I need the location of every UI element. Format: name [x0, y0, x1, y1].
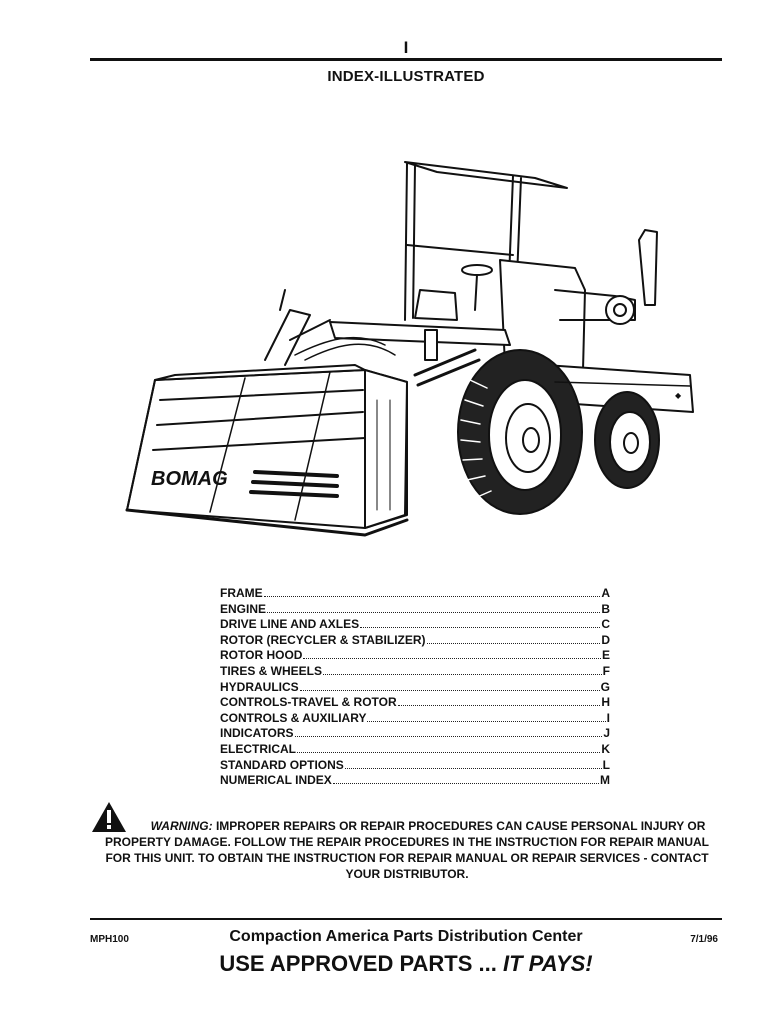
toc-label: HYDRAULICS: [220, 679, 299, 694]
toc-leader-dots: [303, 648, 601, 660]
svg-text:◆: ◆: [675, 391, 682, 400]
section-letter: I: [403, 38, 409, 57]
toc-label: DRIVE LINE AND AXLES: [220, 617, 360, 632]
toc-row: STANDARD OPTIONS L: [220, 758, 610, 774]
toc-label: ELECTRICAL: [220, 741, 296, 756]
toc-section-letter: H: [601, 695, 610, 710]
toc-label: INDICATORS: [220, 726, 294, 741]
toc-label: ROTOR HOOD: [220, 648, 303, 663]
document-date: 7/1/96: [690, 934, 718, 945]
toc-section-letter: E: [601, 648, 610, 663]
toc-label: NUMERICAL INDEX: [220, 773, 332, 788]
toc-row: DRIVE LINE AND AXLES C: [220, 617, 610, 633]
toc-row: INDICATORS J: [220, 726, 610, 742]
toc-label: TIRES & WHEELS: [220, 663, 323, 678]
toc-label: CONTROLS-TRAVEL & ROTOR: [220, 695, 397, 710]
warning-icon: [92, 802, 126, 832]
toc-section-letter: C: [601, 617, 610, 632]
toc-row: ELECTRICAL K: [220, 742, 610, 758]
toc-section-letter: J: [603, 726, 610, 741]
toc-leader-dots: [426, 633, 601, 644]
toc-row: ROTOR HOOD E: [220, 648, 610, 664]
toc-row: ENGINE B: [220, 602, 610, 618]
toc-label: STANDARD OPTIONS: [220, 757, 344, 772]
toc-leader-dots: [263, 586, 601, 597]
toc-row: ROTOR (RECYCLER & STABILIZER) D: [220, 633, 610, 649]
toc-section-letter: B: [601, 601, 610, 616]
toc-section-letter: M: [600, 773, 610, 788]
toc-row: CONTROLS-TRAVEL & ROTOR H: [220, 695, 610, 711]
toc-row: NUMERICAL INDEX M: [220, 773, 610, 789]
machine-illustration: ◆ BOMAG: [125, 161, 694, 537]
toc-leader-dots: [297, 742, 601, 753]
slogan-prefix: USE APPROVED PARTS ...: [219, 951, 497, 976]
toc-section-letter: G: [600, 679, 610, 694]
top-rule: [90, 58, 722, 61]
toc-section-letter: D: [601, 632, 610, 647]
toc-row: HYDRAULICS G: [220, 680, 610, 696]
toc-leader-dots: [294, 726, 603, 738]
toc-label: ENGINE: [220, 601, 267, 616]
toc-leader-dots: [332, 773, 599, 785]
toc-section-letter: A: [601, 586, 610, 600]
warning-body: IMPROPER REPAIRS OR REPAIR PROCEDURES CA…: [104, 819, 709, 881]
toc-row: CONTROLS & AUXILIARY I: [220, 711, 610, 727]
brand-logo-text: BOMAG: [151, 468, 228, 490]
toc-section-letter: I: [606, 710, 610, 725]
toc-leader-dots: [360, 617, 601, 629]
slogan-emphasis: IT PAYS!: [502, 951, 593, 976]
slogan: USE APPROVED PARTS ... IT PAYS!: [0, 951, 768, 977]
toc-leader-dots: [323, 664, 602, 675]
warning-label: WARNING:: [150, 819, 213, 833]
document-code: MPH100: [90, 934, 129, 945]
page-title: INDEX-ILLUSTRATED: [327, 68, 485, 85]
toc-row: TIRES & WHEELS F: [220, 664, 610, 680]
toc-section-letter: F: [602, 663, 610, 678]
toc-leader-dots: [267, 602, 601, 613]
bottom-rule: [90, 918, 722, 920]
toc-leader-dots: [344, 758, 602, 769]
toc-label: FRAME: [220, 586, 263, 600]
toc-leader-dots: [397, 695, 601, 707]
toc-leader-dots: [299, 680, 600, 691]
warning-message: WARNING: IMPROPER REPAIRS OR REPAIR PROC…: [92, 818, 722, 882]
toc-section-letter: L: [602, 757, 610, 772]
toc-section-letter: K: [601, 741, 610, 756]
toc-label: ROTOR (RECYCLER & STABILIZER): [220, 632, 426, 647]
toc-label: CONTROLS & AUXILIARY: [220, 710, 367, 725]
toc-leader-dots: [367, 711, 606, 722]
toc-row: FRAME A: [220, 586, 610, 602]
distribution-center-name: Compaction America Parts Distribution Ce…: [229, 928, 583, 945]
